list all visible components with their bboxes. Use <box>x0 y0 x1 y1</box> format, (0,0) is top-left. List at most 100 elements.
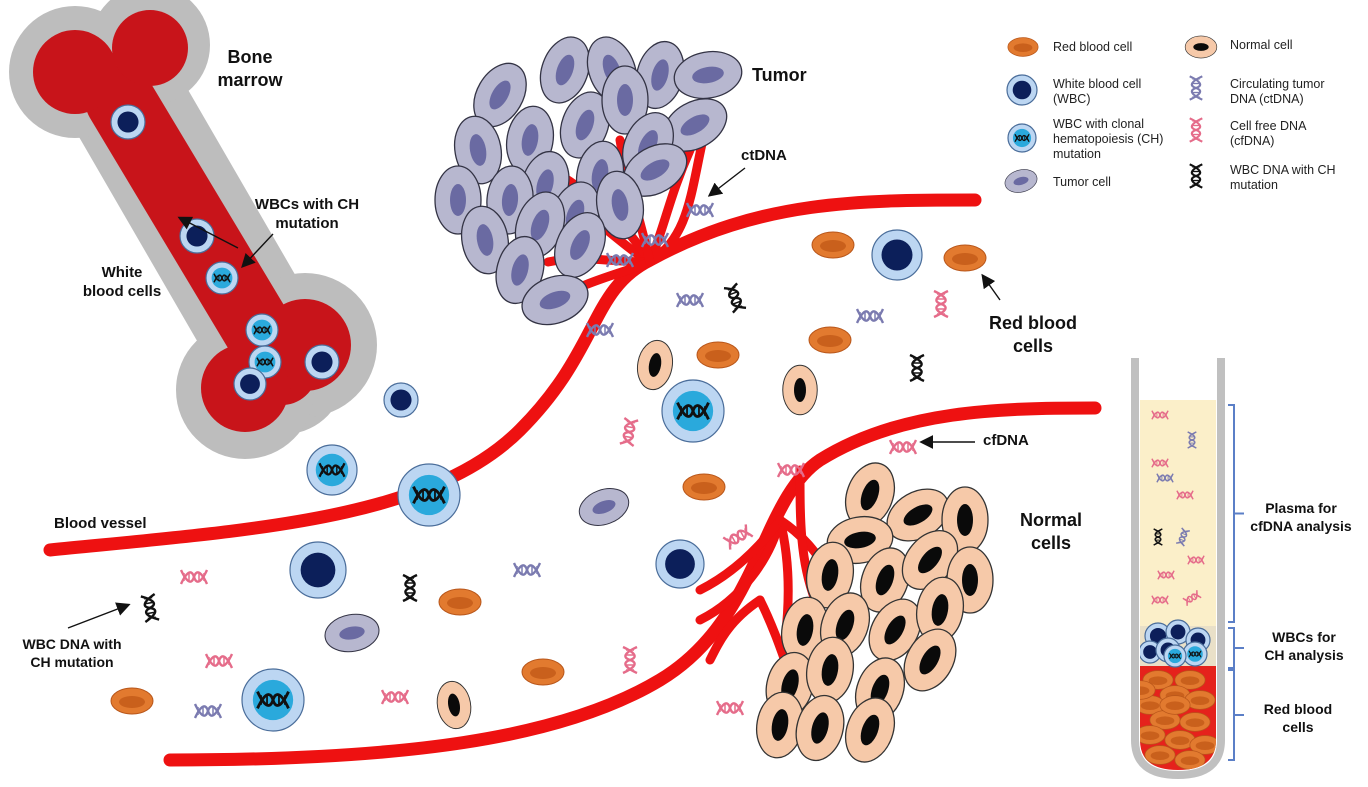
dna-helix <box>402 573 418 603</box>
dna-helix <box>512 562 542 578</box>
dna-helix <box>1176 490 1194 500</box>
dna-helix <box>1014 133 1030 143</box>
blood-collection-tube <box>1131 358 1244 780</box>
dna-helix <box>622 645 638 675</box>
dna-helix <box>640 232 670 248</box>
dna-helix <box>1176 527 1190 547</box>
red-blood-cell <box>1164 730 1196 750</box>
dna-helix <box>380 689 410 705</box>
pointer-arrow <box>177 216 239 249</box>
red-blood-cell <box>943 244 987 272</box>
pointer-arrow <box>981 273 1001 301</box>
tumor-label: Tumor <box>752 65 807 85</box>
dna-helix <box>1151 410 1169 420</box>
bone-marrow <box>9 0 377 459</box>
normal-cell <box>436 680 472 730</box>
dna-helix <box>1187 555 1205 565</box>
vessel-wall-upper <box>43 193 982 557</box>
tumor-cell <box>554 212 606 278</box>
pointer-arrow <box>67 602 131 629</box>
white-blood-cell <box>289 541 347 599</box>
dna-helix <box>193 703 223 719</box>
tumor-cell <box>601 65 649 135</box>
tumor-cell <box>539 36 591 104</box>
red-blood-cell <box>1189 735 1216 755</box>
dna-helix <box>1189 117 1203 143</box>
pointer-arrow <box>707 167 746 197</box>
normal-cell <box>1184 35 1218 59</box>
dna-helix <box>256 691 290 709</box>
red-blood-cell <box>110 687 154 715</box>
dna-helix <box>933 289 949 319</box>
dna-helix <box>722 524 754 550</box>
red-blood-cell <box>1184 690 1216 710</box>
ch-white-blood-cell <box>1163 644 1187 668</box>
tumor-cell <box>622 143 688 197</box>
dna-helix <box>605 252 635 268</box>
dna-helix <box>1189 75 1203 101</box>
red-blood-cell <box>682 473 726 501</box>
normal-cell <box>915 576 965 644</box>
tube-contents <box>1140 400 1216 770</box>
dna-helix <box>1156 473 1174 483</box>
ch-white-blood-cell <box>205 261 239 295</box>
dna-helix <box>1151 458 1169 468</box>
capillary <box>695 515 785 625</box>
legend-item-white-blood-cell: White blood cell(WBC) <box>1053 77 1142 106</box>
dna-helix <box>1151 595 1169 605</box>
tube-wall <box>1131 358 1225 780</box>
normal-cell <box>795 694 845 762</box>
marrow-knob <box>112 10 188 86</box>
red-blood-cell <box>811 231 855 259</box>
bracket <box>1228 627 1244 669</box>
bracket <box>1228 404 1244 623</box>
normal-cell <box>636 339 674 391</box>
dna-helix <box>256 357 274 367</box>
ch-white-blood-cell <box>397 463 461 527</box>
dna-helix <box>685 202 715 218</box>
red-blood-cell <box>1179 712 1211 732</box>
dna-helix <box>1189 163 1203 189</box>
normal-cell <box>844 697 896 763</box>
dna-helix <box>776 462 806 478</box>
red-blood-cell <box>1144 745 1176 765</box>
circulating-components <box>110 202 987 732</box>
white-blood-cell <box>871 229 923 281</box>
ch-white-blood-cell <box>1182 641 1208 667</box>
capillary <box>705 595 765 665</box>
red-blood-cell <box>1140 680 1156 700</box>
legend-icons <box>1004 35 1218 193</box>
dna-helix <box>619 416 639 448</box>
blood-vessel-label: Blood vessel <box>54 515 147 532</box>
pointer-arrows <box>67 167 1001 629</box>
tumor-cluster <box>434 36 743 326</box>
normal-cell <box>868 598 922 662</box>
tumor-cell <box>453 115 503 185</box>
dna-helix <box>179 569 209 585</box>
dna-helix <box>213 273 231 283</box>
normal-cell <box>755 691 805 759</box>
tumor-cell <box>1004 169 1038 193</box>
ch-white-blood-cell <box>241 668 305 732</box>
tumor-cell <box>521 274 589 326</box>
tumor-cell <box>595 170 645 240</box>
capillary <box>580 257 655 290</box>
legend-item-normal-cell: Normal cell <box>1230 38 1293 52</box>
white-blood-cell <box>304 344 340 380</box>
tumor-cell <box>635 40 685 110</box>
red-blood-cell <box>521 658 565 686</box>
tumor-cell <box>324 613 380 653</box>
red-blood-cell <box>696 341 740 369</box>
dna-helix <box>140 592 160 624</box>
white-blood-cell <box>1006 74 1038 106</box>
dna-helix <box>318 462 346 478</box>
normal-cell <box>844 462 896 528</box>
